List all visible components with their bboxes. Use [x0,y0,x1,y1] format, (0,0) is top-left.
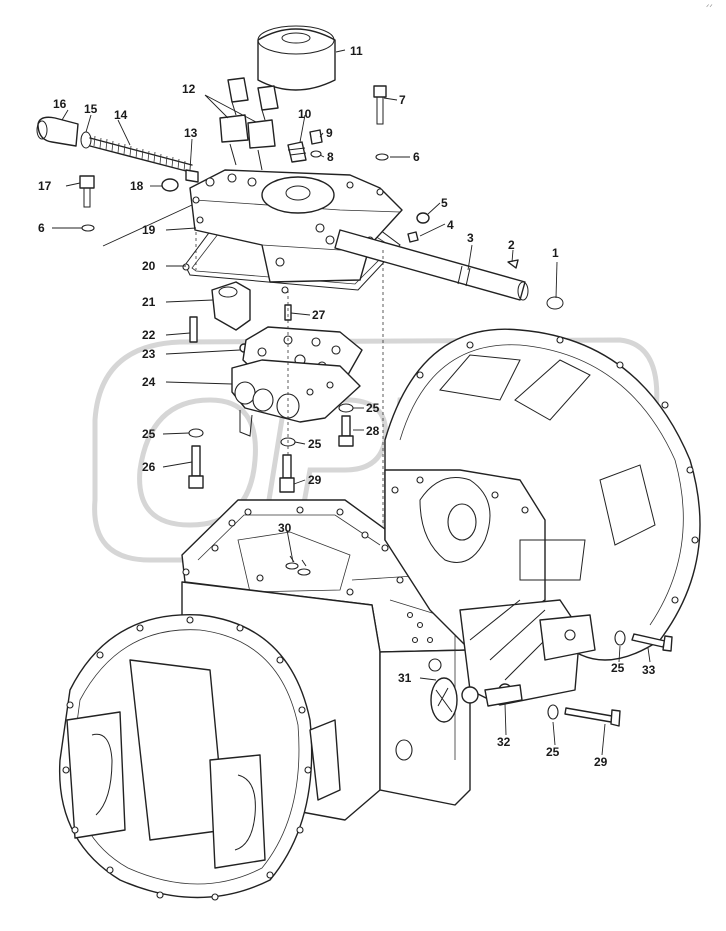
label-3: 3 [467,231,474,245]
leader-lines [52,49,651,756]
label-12: 12 [182,82,196,96]
label-22: 22 [142,328,156,342]
label-23: 23 [142,347,156,361]
breather-10 [287,141,307,163]
part-21 [211,281,251,331]
shift-linkage-assembly [428,599,596,723]
label-17: 17 [38,179,52,193]
label-16: 16 [53,97,67,111]
label-2: 2 [508,238,515,252]
label-31: 31 [398,671,412,685]
label-24: 24 [142,375,156,389]
label-8: 8 [327,150,334,164]
pin-27 [284,304,292,321]
shift-shaft-3 [334,229,526,301]
label-29-bottom: 29 [594,755,608,769]
label-10: 10 [298,107,312,121]
shift-cover-assembly [36,25,564,310]
label-29-mid: 29 [308,473,322,487]
label-9: 9 [326,126,333,140]
spring-14 [89,135,193,173]
label-25-left: 25 [142,427,156,441]
label-19: 19 [142,223,156,237]
label-1: 1 [552,246,559,260]
label-7: 7 [399,93,406,107]
label-18: 18 [130,179,144,193]
assembly-guide-lines [195,232,384,525]
label-25-bottom: 25 [546,745,560,759]
label-6-upper: 6 [413,150,420,164]
label-21: 21 [142,295,156,309]
label-25-right: 25 [366,401,380,415]
pin-22 [189,316,198,343]
part-labels: 1 2 3 4 5 6 6 7 8 9 10 11 12 13 14 15 16… [38,44,656,769]
label-32: 32 [497,735,511,749]
fasteners [188,403,673,727]
valve-block-assembly [189,281,363,437]
label-25-mid: 25 [308,437,322,451]
label-13: 13 [184,126,198,140]
label-26: 26 [142,460,156,474]
label-11: 11 [350,44,363,58]
label-28: 28 [366,424,380,438]
sensor-switches-12 [219,77,279,171]
label-25-shift: 25 [611,661,625,675]
corner-mark: ᐟᐟ [706,3,713,12]
front-flange [58,614,341,901]
label-5: 5 [441,196,448,210]
label-4: 4 [447,218,454,232]
label-15: 15 [84,102,98,116]
label-20: 20 [142,259,156,273]
label-6-lower: 6 [38,221,45,235]
label-14: 14 [114,108,128,122]
top-flange-bolt-holes [182,506,454,644]
cap-11 [257,28,336,91]
label-30: 30 [278,521,292,535]
label-27: 27 [312,308,326,322]
label-33: 33 [642,663,656,677]
